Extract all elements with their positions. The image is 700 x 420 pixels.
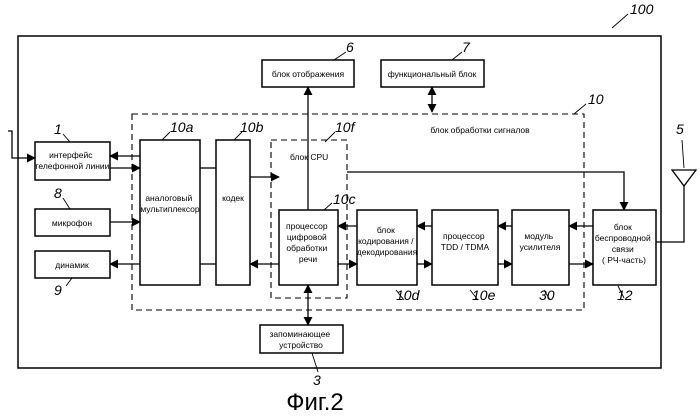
functional-label: функциональный блок: [388, 69, 477, 79]
ref-speech-processor: 10c: [333, 191, 356, 207]
ref-mux: 10a: [170, 119, 194, 135]
ref-amplifier: 30: [539, 287, 555, 303]
display-label: блок отображения: [272, 69, 345, 79]
ref-cpu: 10f: [335, 119, 357, 135]
signal-unit-label: блок обработки сигналов: [430, 125, 530, 135]
amplifier-label: модуль усилителя: [520, 231, 561, 252]
antenna-icon: [672, 170, 696, 186]
ref-coding: 10d: [396, 287, 421, 303]
ref-dsp-unit: 10: [588, 91, 604, 107]
ref-tdd: 10e: [472, 287, 496, 303]
ref-line-interface: 1: [54, 121, 62, 137]
codec-block: [216, 140, 250, 285]
ref-memory: 3: [313, 372, 321, 388]
mux-label: аналоговый мультиплексор: [140, 193, 200, 214]
ref-functional: 7: [462, 39, 471, 55]
figure-caption: Фиг.2: [286, 389, 344, 416]
microphone-label: микрофон: [52, 218, 92, 228]
ref-speaker: 9: [54, 282, 62, 298]
ref-microphone: 8: [54, 185, 62, 201]
tdd-label: процессор TDD / TDMA: [441, 231, 490, 252]
ref-wireless: 12: [617, 287, 633, 303]
ref-device: 100: [630, 1, 654, 17]
ref-antenna: 5: [676, 121, 684, 137]
speaker-label: динамик: [55, 260, 89, 270]
ref-display: 6: [346, 39, 354, 55]
codec-label: кодек: [222, 193, 244, 203]
ref-codec: 10b: [240, 119, 264, 135]
cpu-label: блок CPU: [290, 152, 328, 162]
